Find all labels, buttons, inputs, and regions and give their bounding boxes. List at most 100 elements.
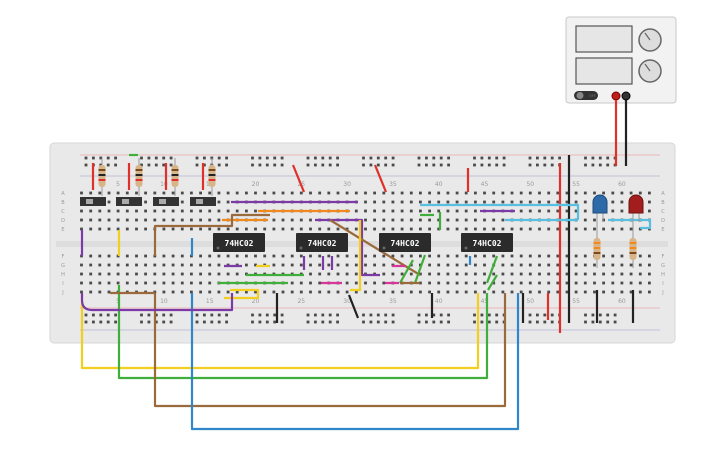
hole[interactable] [171, 281, 175, 285]
hole[interactable] [306, 313, 310, 317]
hole[interactable] [180, 263, 184, 267]
hole[interactable] [629, 191, 633, 195]
hole[interactable] [195, 320, 199, 324]
hole[interactable] [455, 263, 459, 267]
hole[interactable] [439, 156, 443, 160]
hole[interactable] [180, 191, 184, 195]
hole[interactable] [455, 218, 459, 222]
hole[interactable] [373, 281, 376, 285]
hole[interactable] [510, 227, 514, 231]
hole[interactable] [400, 227, 404, 231]
led-red[interactable] [628, 194, 644, 232]
hole[interactable] [265, 156, 269, 160]
hole[interactable] [400, 200, 404, 204]
hole[interactable] [364, 191, 367, 195]
hole[interactable] [473, 320, 476, 324]
hole[interactable] [480, 163, 484, 167]
hole[interactable] [501, 281, 505, 285]
hole[interactable] [487, 313, 491, 317]
hole[interactable] [107, 191, 111, 195]
hole[interactable] [638, 191, 642, 195]
hole[interactable] [629, 227, 633, 231]
hole[interactable] [437, 281, 441, 285]
hole[interactable] [281, 218, 285, 222]
hole[interactable] [583, 227, 587, 231]
hole[interactable] [254, 254, 257, 258]
hole[interactable] [510, 200, 514, 204]
hole[interactable] [336, 263, 340, 267]
hole[interactable] [620, 209, 624, 213]
hole[interactable] [648, 272, 651, 276]
hole[interactable] [409, 209, 413, 213]
hole[interactable] [89, 263, 93, 267]
hole[interactable] [226, 254, 230, 258]
hole[interactable] [217, 227, 221, 231]
hole[interactable] [80, 227, 83, 231]
hole[interactable] [538, 290, 541, 294]
hole[interactable] [299, 290, 303, 294]
hole[interactable] [556, 281, 560, 285]
hole[interactable] [574, 263, 578, 267]
hole[interactable] [265, 163, 269, 167]
hole[interactable] [483, 281, 486, 285]
power-supply[interactable]: OFF [565, 16, 677, 104]
hole[interactable] [116, 281, 120, 285]
hole[interactable] [345, 263, 349, 267]
hole[interactable] [391, 191, 395, 195]
hole[interactable] [203, 313, 206, 317]
hole[interactable] [254, 290, 257, 294]
hole[interactable] [190, 218, 193, 222]
hole[interactable] [620, 290, 624, 294]
hole[interactable] [116, 227, 120, 231]
hole[interactable] [425, 163, 428, 167]
hole[interactable] [638, 290, 642, 294]
hole[interactable] [364, 227, 367, 231]
hole[interactable] [217, 218, 221, 222]
hole[interactable] [437, 200, 441, 204]
hole[interactable] [501, 227, 505, 231]
hole[interactable] [425, 320, 428, 324]
hole[interactable] [80, 218, 83, 222]
hole[interactable] [89, 227, 93, 231]
hole[interactable] [327, 254, 331, 258]
hole[interactable] [419, 200, 422, 204]
hole[interactable] [217, 156, 221, 160]
hole[interactable] [574, 272, 578, 276]
hole[interactable] [593, 218, 596, 222]
hole[interactable] [492, 254, 496, 258]
hole[interactable] [154, 320, 158, 324]
hole[interactable] [106, 163, 110, 167]
hole[interactable] [272, 263, 276, 267]
hole[interactable] [638, 263, 642, 267]
hole[interactable] [144, 263, 147, 267]
hole[interactable] [648, 290, 651, 294]
hole[interactable] [425, 156, 428, 160]
resistor-led-1[interactable] [593, 232, 601, 268]
hole[interactable] [538, 281, 541, 285]
hole[interactable] [547, 209, 551, 213]
hole[interactable] [480, 320, 484, 324]
hole[interactable] [345, 191, 349, 195]
hole[interactable] [290, 281, 294, 285]
hole[interactable] [107, 227, 111, 231]
hole[interactable] [382, 263, 386, 267]
hole[interactable] [328, 320, 332, 324]
hole[interactable] [373, 209, 376, 213]
hole[interactable] [439, 320, 443, 324]
hole[interactable] [565, 227, 569, 231]
hole[interactable] [417, 320, 421, 324]
hole[interactable] [487, 163, 491, 167]
hole[interactable] [235, 227, 239, 231]
hole[interactable] [226, 200, 230, 204]
hole[interactable] [106, 320, 110, 324]
hole[interactable] [547, 281, 551, 285]
hole[interactable] [464, 272, 468, 276]
hole[interactable] [318, 290, 322, 294]
hole[interactable] [611, 281, 615, 285]
hole[interactable] [648, 281, 651, 285]
hole[interactable] [299, 281, 303, 285]
hole[interactable] [528, 200, 532, 204]
hole[interactable] [492, 290, 496, 294]
hole[interactable] [180, 227, 184, 231]
hole[interactable] [602, 227, 605, 231]
